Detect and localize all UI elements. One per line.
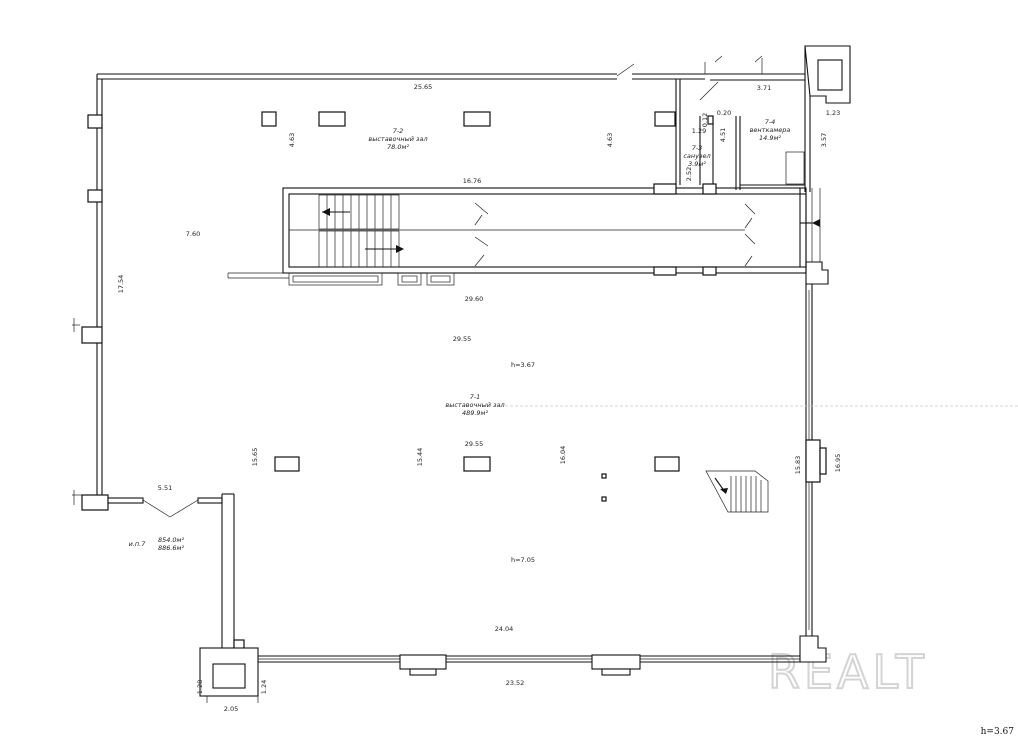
dim-16-04: 16.04 [559, 446, 567, 465]
dim-25-65: 25.65 [414, 83, 433, 91]
premise-area-2: 886.6м² [158, 544, 185, 552]
room-7-1-name: выставочный зал [445, 401, 504, 409]
dim-29-60: 29.60 [465, 295, 484, 303]
dim-16-76: 16.76 [463, 177, 482, 185]
dim-1-29: 1.29 [692, 127, 706, 135]
dim-3-71: 3.71 [757, 84, 771, 92]
dim-17-54: 17.54 [117, 275, 125, 294]
dim-29-55-a: 29.55 [453, 335, 472, 343]
dim-0-12: 0.12 [701, 113, 709, 127]
dim-1-28: 1.28 [196, 680, 204, 694]
dim-4-51: 4.51 [719, 128, 727, 142]
dim-24-04: 24.04 [495, 625, 514, 633]
dim-15-44: 15.44 [416, 448, 424, 467]
premise-label: и.п.7 [129, 540, 147, 548]
room-7-3-area: 3.9м² [688, 160, 706, 168]
dim-23-52: 23.52 [506, 679, 525, 687]
room-7-4-area: 14.9м² [759, 134, 781, 142]
dim-4-63-a: 4.63 [288, 133, 296, 147]
dim-2-52: 2.52 [685, 167, 693, 181]
room-7-3-code: 7-3 [692, 144, 703, 152]
dim-1-23: 1.23 [826, 109, 840, 117]
room-7-2-code: 7-2 [393, 127, 404, 135]
vent-chamber-block [675, 45, 851, 192]
room-7-1-code: 7-1 [470, 393, 481, 401]
dim-0-20: 0.20 [717, 109, 731, 117]
room-7-4-code: 7-4 [765, 118, 776, 126]
stairs-upper [318, 194, 400, 230]
columns [261, 111, 680, 502]
height-corner: h=3.67 [981, 727, 1015, 737]
watermark: REALT [768, 645, 928, 699]
room-7-2-name: выставочный зал [368, 135, 427, 143]
stairs-lower [318, 230, 404, 268]
room-7-4-name: венткамера [750, 126, 791, 134]
outer-walls [72, 63, 829, 703]
dim-15-65: 15.65 [251, 448, 259, 467]
premise-area-1: 854.0м² [158, 536, 185, 544]
stairs-small [705, 470, 769, 513]
stair-corridor [227, 183, 821, 286]
height-h1: h=3.67 [511, 361, 535, 369]
dim-16-95: 16.95 [834, 454, 842, 473]
room-7-1-area: 489.9м² [462, 409, 489, 417]
dim-5-51: 5.51 [158, 484, 172, 492]
dim-4-63-b: 4.63 [606, 133, 614, 147]
dim-1-24: 1.24 [260, 680, 268, 694]
dim-7-60: 7.60 [186, 230, 200, 238]
height-h2: h=7.05 [511, 556, 535, 564]
dim-29-55-b: 29.55 [465, 440, 484, 448]
dim-3-57: 3.57 [820, 133, 828, 147]
dim-15-83: 15.83 [794, 456, 802, 475]
room-7-3-name: санузел [683, 152, 710, 160]
room-7-2-area: 78.0м² [387, 143, 409, 151]
dim-2-05: 2.05 [224, 705, 238, 713]
